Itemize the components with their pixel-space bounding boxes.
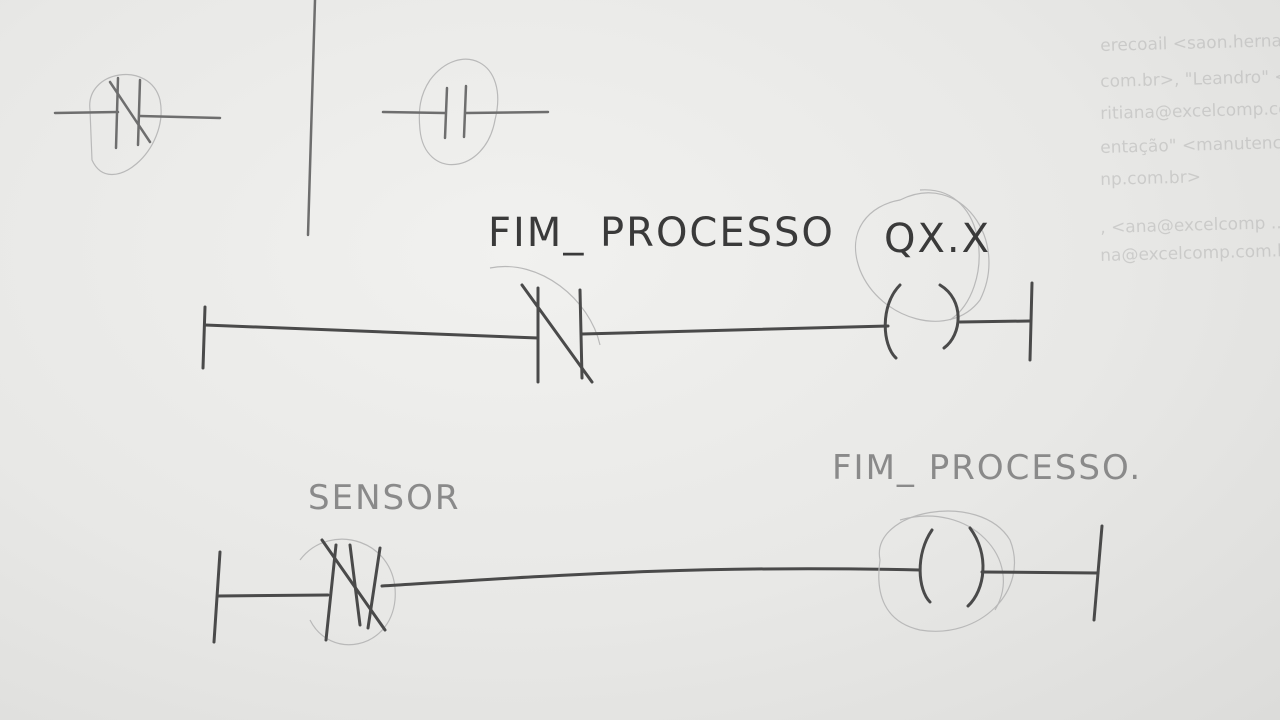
rung-1 (201, 189, 1034, 384)
rung-2 (212, 510, 1104, 646)
legend-no-contact-symbol (381, 58, 550, 166)
rung2-wire-left (216, 593, 330, 598)
rung1-wire-left (203, 323, 540, 340)
rung1-nc-contact (489, 265, 601, 384)
rung1-left-rail (201, 305, 207, 370)
rung1-coil-label: QX.X (884, 216, 992, 262)
divider-line (306, 0, 317, 237)
rung2-nc-contact (299, 538, 396, 646)
rung1-coil (854, 189, 990, 360)
rung1-wire-right (958, 319, 1032, 324)
rung2-coil-label: FIM_ PROCESSO. (832, 448, 1143, 488)
rung2-wire-right (980, 570, 1100, 575)
rung2-contact-label: SENSOR (308, 478, 461, 518)
legend-nc-contact-symbol (53, 74, 222, 175)
rung1-contact-label: FIM_ PROCESSO (488, 210, 835, 256)
rung1-right-rail (1028, 281, 1034, 362)
rung1-wire-middle (580, 324, 890, 336)
rung2-right-rail (1092, 524, 1104, 622)
rung2-wire-middle (380, 567, 922, 588)
